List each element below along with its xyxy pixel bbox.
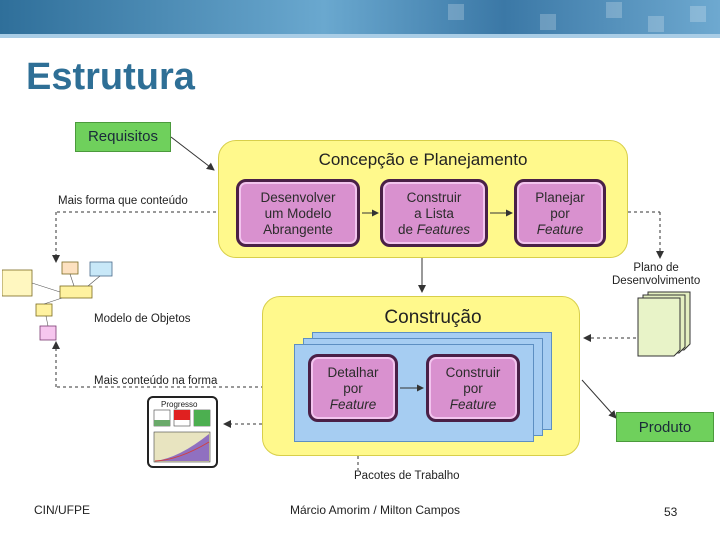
- produto-box: Produto: [616, 412, 714, 442]
- label-modelo-objetos: Modelo de Objetos: [94, 313, 191, 325]
- step-italic: Feature: [329, 397, 377, 412]
- step-line: um Modelo: [264, 206, 332, 221]
- step-line: por: [343, 381, 363, 396]
- object-model-icon: [2, 261, 113, 341]
- step-line: por: [550, 206, 570, 221]
- progress-chart-graphic: [153, 409, 211, 463]
- step-desenvolver-modelo: Desenvolver um Modelo Abrangente: [236, 179, 360, 247]
- banner-decoration: [540, 14, 556, 30]
- step-line: Desenvolver: [260, 190, 336, 205]
- footer-page-number: 53: [664, 505, 678, 519]
- concepcao-title: Concepção e Planejamento: [318, 150, 528, 169]
- label-mais-forma: Mais forma que conteúdo: [58, 195, 188, 207]
- footer-authors: Márcio Amorim / Milton Campos: [290, 503, 461, 517]
- label-mais-conteudo: Mais conteúdo na forma: [94, 375, 218, 387]
- slide-title: Estrutura: [26, 56, 195, 98]
- step-line: por: [463, 381, 483, 396]
- step-italic: Features: [416, 222, 471, 237]
- label-pacotes: Pacotes de Trabalho: [354, 470, 460, 482]
- label-plano-line: Plano de: [633, 262, 679, 274]
- requisitos-box: Requisitos: [75, 122, 171, 152]
- header-banner: [0, 0, 720, 38]
- step-line: Planejar: [535, 190, 585, 205]
- step-italic: Feature: [449, 397, 497, 412]
- step-line-3: de Features: [383, 222, 485, 238]
- banner-strip: [0, 34, 720, 38]
- arrow-requisitos-concepcao: [170, 136, 215, 171]
- banner-decoration: [606, 2, 622, 18]
- step-line: Construir: [406, 190, 462, 205]
- step-line: a Lista: [414, 206, 454, 221]
- arrow-construcao-produto: [581, 379, 617, 419]
- step-line: Detalhar: [327, 365, 379, 380]
- banner-decoration: [648, 16, 664, 32]
- step-line: Abrangente: [263, 222, 333, 237]
- document-stack-icon: [637, 291, 691, 357]
- step-italic: Feature: [536, 222, 584, 237]
- progress-label: Progresso: [161, 400, 198, 409]
- step-construir-feature: Construir por Feature: [426, 354, 520, 422]
- construcao-title: Construção: [384, 307, 482, 328]
- step-detalhar-feature: Detalhar por Feature: [308, 354, 398, 422]
- banner-decoration: [690, 6, 706, 22]
- label-plano-line: Desenvolvimento: [612, 275, 701, 287]
- banner-decoration: [448, 4, 464, 20]
- step-planejar-feature: Planejar por Feature: [514, 179, 606, 247]
- step-prefix: de: [397, 222, 417, 237]
- progress-report-icon: Progresso: [147, 396, 218, 468]
- footer-institution: CIN/UFPE: [34, 503, 91, 517]
- step-construir-lista: Construir a Lista de Features: [380, 179, 488, 247]
- step-line: Construir: [445, 365, 501, 380]
- label-plano: Plano de Desenvolvimento: [612, 262, 700, 288]
